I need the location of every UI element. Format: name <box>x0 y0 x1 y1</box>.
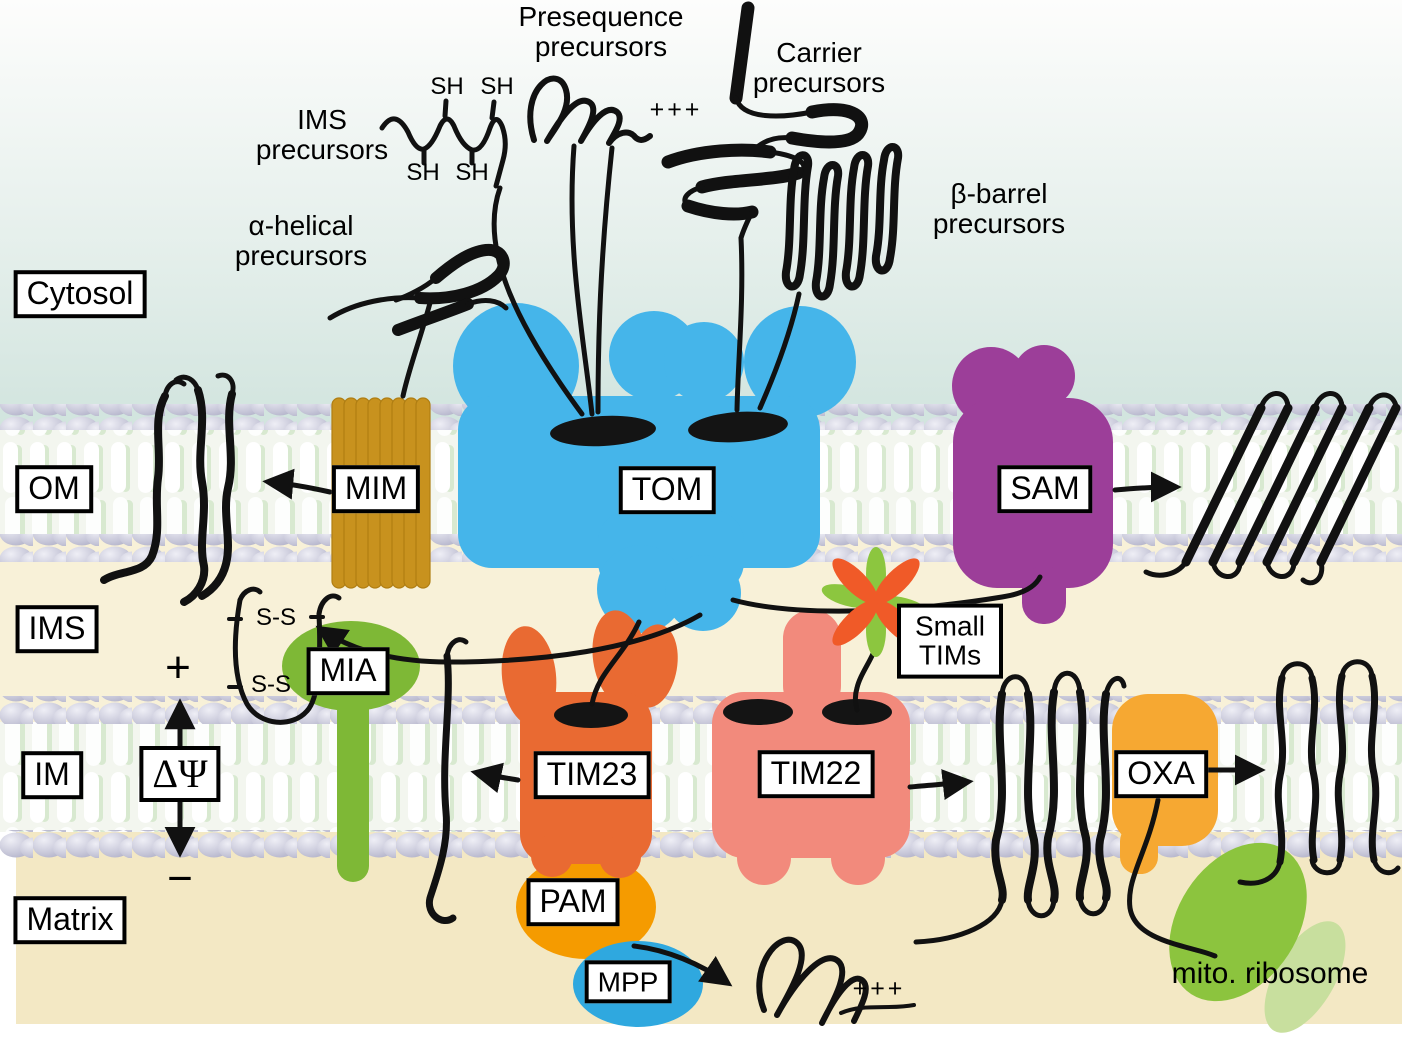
mia-label: MIA <box>306 647 390 695</box>
beta-barrel-precursors-label: β-barrel precursors <box>932 177 1066 239</box>
im-helix-loops <box>1237 659 1401 886</box>
tom-to-tim23-line <box>589 619 642 707</box>
ims-precursor-drawing <box>379 98 585 417</box>
sh-label-1: SH <box>430 73 464 101</box>
om-label: OM <box>15 465 93 513</box>
mito-ribosome-label: mito. ribosome <box>1171 956 1369 990</box>
membrane-potential-label: ΔΨ <box>139 746 221 802</box>
tim23-arrow <box>470 762 521 794</box>
sh-label-4: SH <box>455 159 489 187</box>
plus-sign: + <box>165 643 191 693</box>
presequence-tails <box>569 143 615 417</box>
processed-charges-label: +++ <box>852 974 906 1003</box>
im-label: IM <box>21 751 83 799</box>
mim-label: MIM <box>331 465 421 513</box>
mpp-label: MPP <box>584 960 672 1004</box>
oxa-nascent-chain <box>1127 797 1218 959</box>
disulfide-label-2: S-S <box>250 671 292 699</box>
cytosol-label: Cytosol <box>13 270 147 318</box>
pam-label: PAM <box>526 878 620 926</box>
tom-label: TOM <box>618 466 716 514</box>
carrier-precursors-label: Carrier precursors <box>752 36 886 98</box>
om-beta-barrel <box>1181 403 1401 567</box>
presequence-precursors-label: Presequence precursors <box>518 0 684 62</box>
small-tims-label: Small TIMs <box>897 603 1003 679</box>
tim22-arrow <box>907 769 974 800</box>
alpha-helical-precursors-label: α-helical precursors <box>234 209 368 271</box>
disulfide-label-1: S-S <box>255 604 297 632</box>
tom-pores <box>550 411 788 447</box>
mim-arrow <box>262 468 333 500</box>
minus-sign: − <box>167 854 193 904</box>
om-inserted-helices <box>100 386 236 606</box>
im-inserted-helices <box>1274 672 1380 866</box>
sh-label-3: SH <box>406 159 440 187</box>
om-beta-barrel-loops <box>1143 391 1399 586</box>
tim23-pore <box>554 702 628 728</box>
carrier-precursor-drawing <box>661 1 869 413</box>
sam-arrow <box>1112 471 1182 503</box>
tim23-substrate-helix <box>425 637 469 924</box>
sam-label: SAM <box>997 465 1093 513</box>
im-carrier-loops <box>913 670 1127 945</box>
tim23-label: TIM23 <box>533 751 651 799</box>
tim22-label: TIM22 <box>757 750 875 798</box>
presequence-precursor-drawing <box>527 75 653 146</box>
beta-barrel-precursor-drawing <box>757 143 903 411</box>
alpha-helical-precursor-drawing <box>327 243 510 399</box>
small-tims-chaperones <box>821 547 931 657</box>
tim23-complex <box>501 610 678 878</box>
oxa-label: OXA <box>1114 750 1208 798</box>
ims-precursors-label: IMS precursors <box>255 103 389 165</box>
presequence-charges-label: +++ <box>649 95 703 124</box>
om-helix-hooks <box>162 372 236 399</box>
sh-label-2: SH <box>480 73 514 101</box>
mito-ribosome <box>1169 842 1346 1033</box>
processed-protein-drawing <box>756 936 916 1026</box>
ims-label: IMS <box>15 605 99 653</box>
matrix-label: Matrix <box>13 896 127 944</box>
mpp-arrow <box>631 943 733 987</box>
im-inserted-carrier <box>991 688 1111 904</box>
